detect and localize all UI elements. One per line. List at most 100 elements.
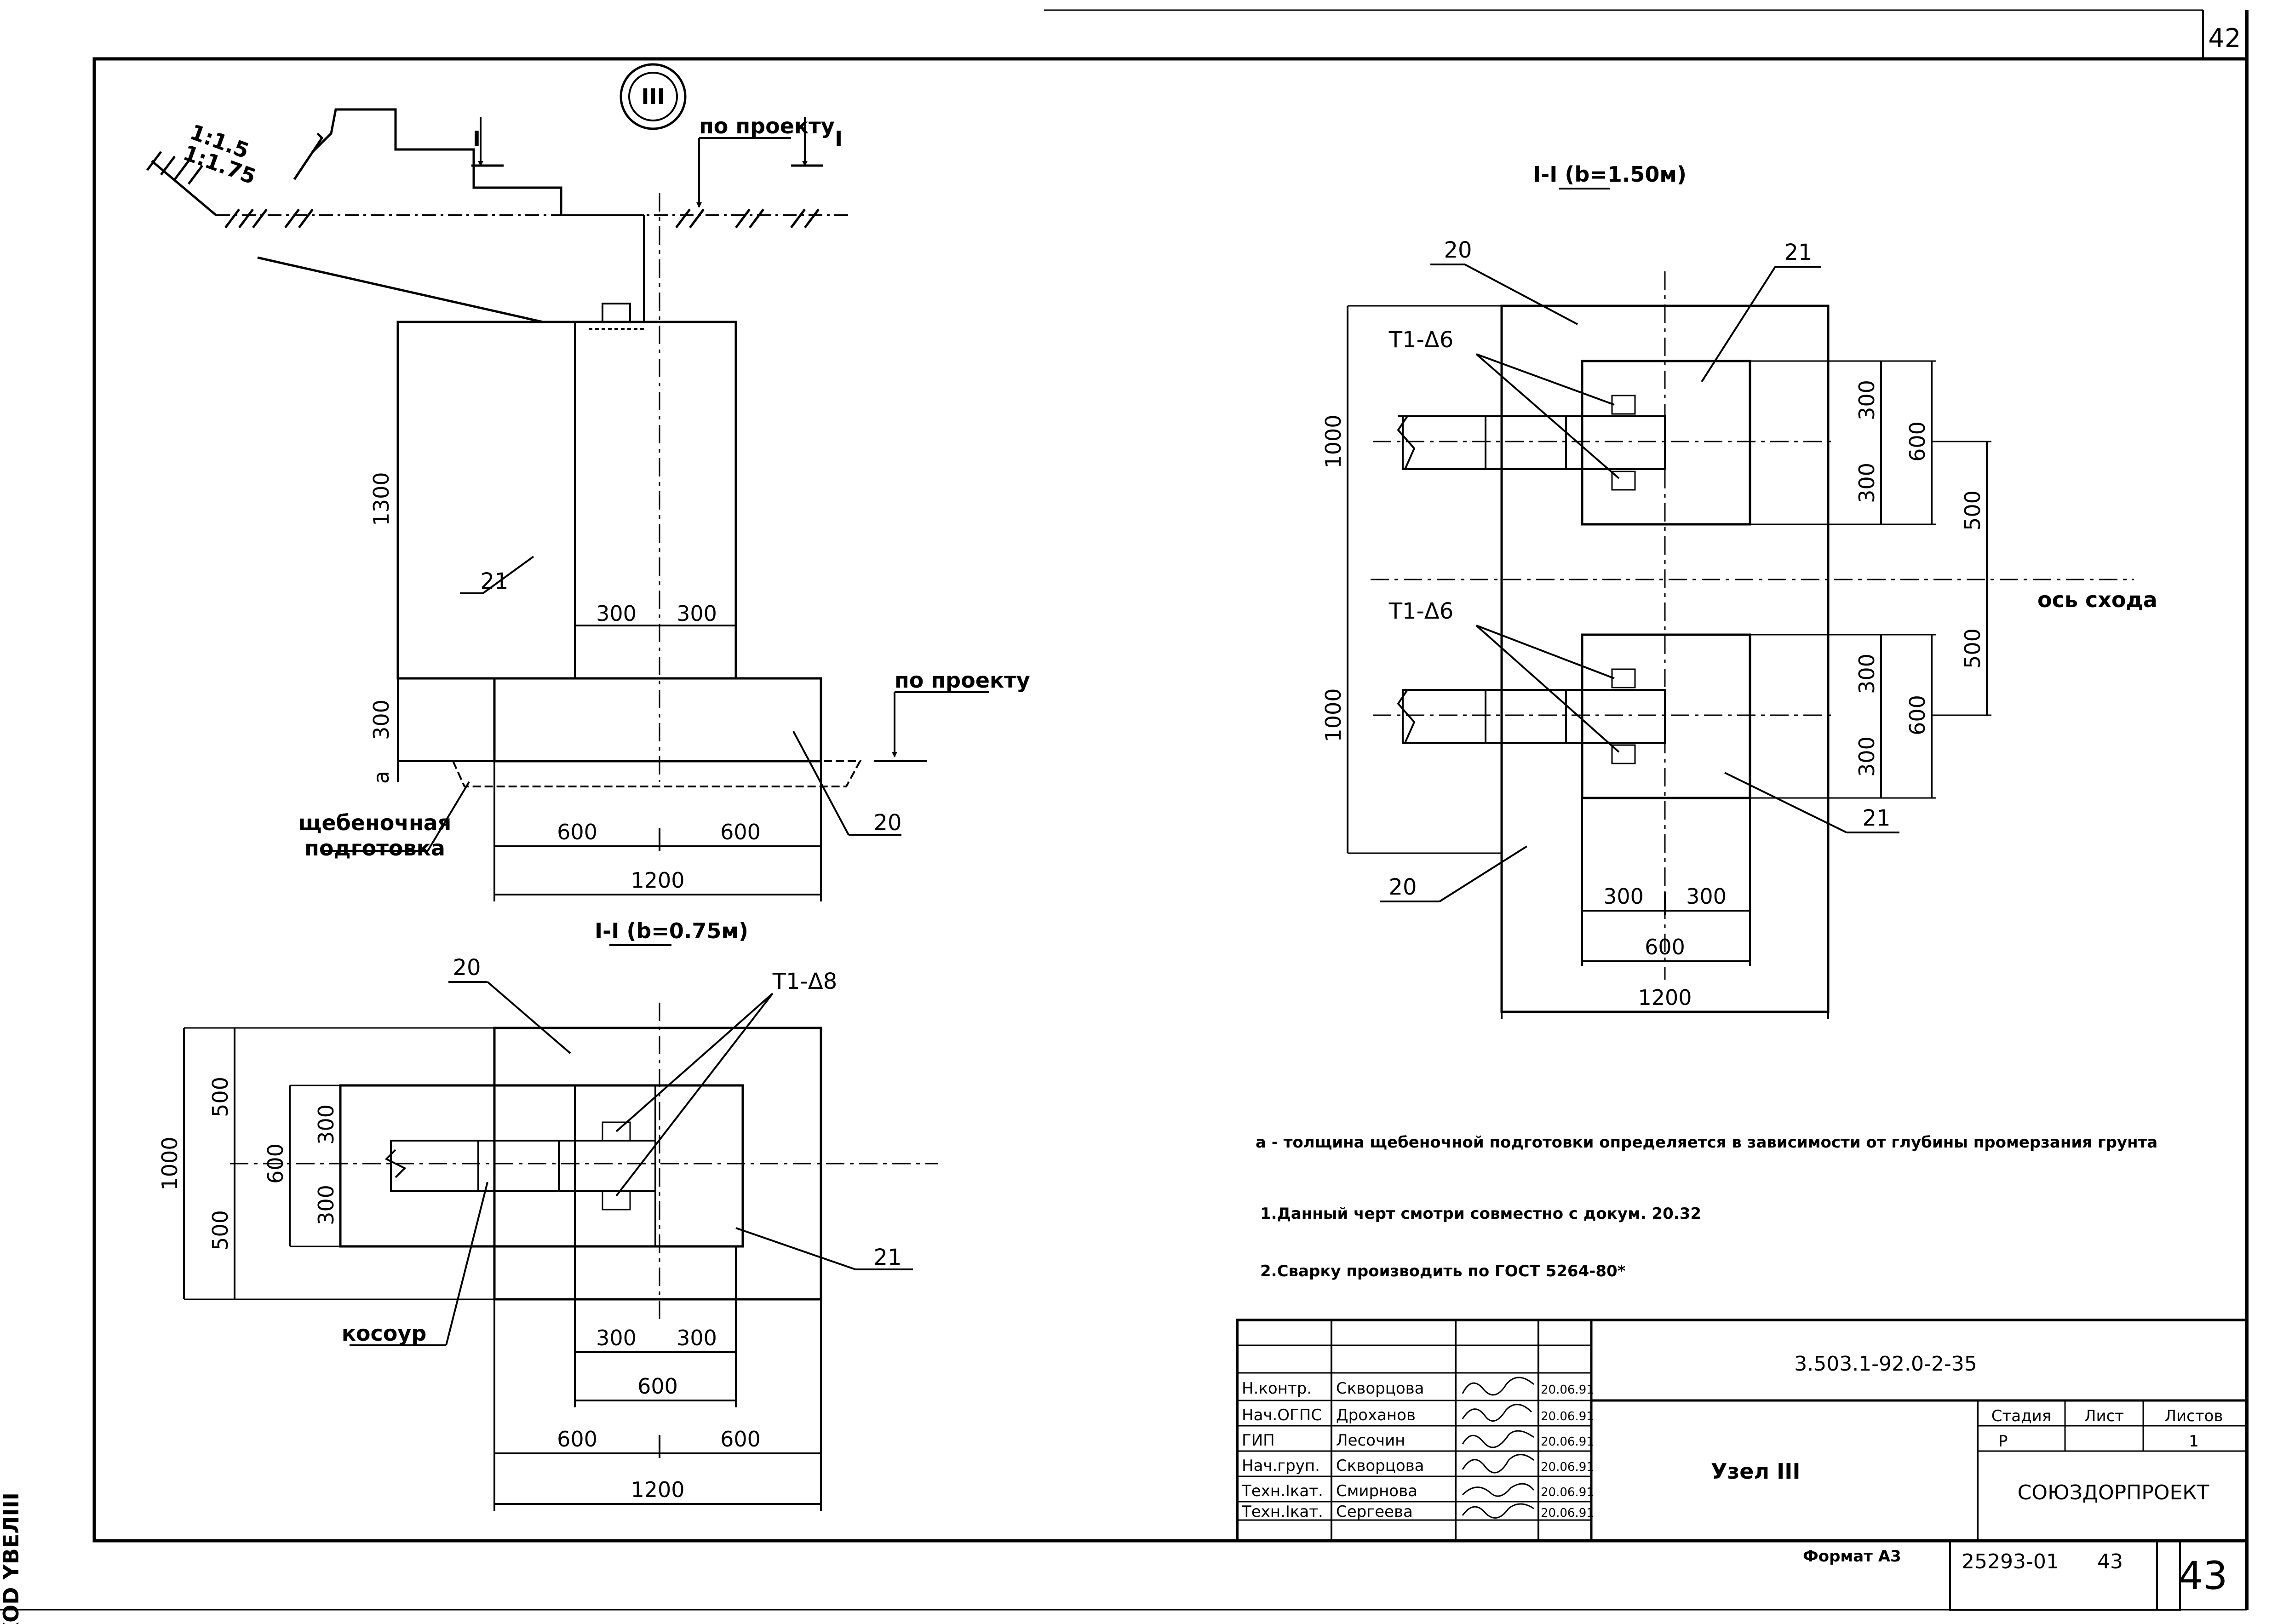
row-name: Сергеева (1336, 1503, 1413, 1521)
plan-large-dim-300-3: 300 (1854, 654, 1879, 694)
plan-large-dim-600-top: 600 (1905, 421, 1930, 462)
plan-large-view (1347, 188, 2134, 1019)
plan-small-dim-600: 600 (637, 1374, 678, 1399)
plan-large-dim-600: 600 (1645, 935, 1685, 959)
stage-header: Стадия (1991, 1407, 2051, 1425)
row-date: 20.06.91 (1541, 1410, 1594, 1423)
row-name: Дроханов (1336, 1406, 1416, 1424)
row-date: 20.06.91 (1541, 1383, 1594, 1397)
plan-large-title: I-I (b=1.50м) (1533, 162, 1687, 187)
document-code: 3.503.1-92.0-2-35 (1794, 1352, 1977, 1376)
row-date: 20.06.91 (1541, 1486, 1594, 1499)
plan-small-dim-300-left: 300 (596, 1326, 637, 1350)
plan-small-dim-600-right: 600 (720, 1427, 761, 1452)
signatures (1462, 1377, 1535, 1519)
page-number-bottom: 43 (2179, 1553, 2228, 1598)
title-block-text: 3.503.1-92.0-2-35 Узел III СОЮЗДОРПРОЕКТ… (1241, 1352, 2227, 1598)
dim-600-left: 600 (557, 820, 597, 844)
plan-large-dim-300-right: 300 (1686, 884, 1727, 909)
level-label-top: по проекту (699, 114, 835, 138)
row-date: 20.06.91 (1541, 1460, 1594, 1474)
row-role: Нач.груп. (1242, 1457, 1320, 1475)
plan-small-title: I-I (b=0.75м) (595, 918, 748, 943)
elevation-labels: III 1:1.5 1:1.75 I I по проекту по проек… (180, 84, 1030, 893)
inventory-number: 25293-01 (1962, 1550, 2059, 1573)
dim-300-right: 300 (677, 601, 717, 626)
level-label-right: по проекту (895, 668, 1030, 693)
plan-large-labels: I-I (b=1.50м) 20 21 20 21 Т1-Δ6 Т1-Δ6 ос… (1321, 162, 2157, 1010)
stringer-label: косоур (342, 1321, 427, 1346)
stage-value: Р (1998, 1432, 2008, 1451)
row-name: Скворцова (1336, 1379, 1424, 1398)
stair-axis-label: ось схода (2037, 587, 2157, 612)
plan-large-dim-500-top: 500 (1960, 490, 1985, 531)
plan-large-dim-500-bottom: 500 (1960, 628, 1985, 669)
plan-small-dim-1200: 1200 (631, 1477, 684, 1502)
plan-small-dim-500-top: 500 (208, 1077, 233, 1117)
plan-large-weld-top: Т1-Δ6 (1388, 327, 1454, 353)
row-role: Н.контр. (1242, 1379, 1312, 1398)
plan-small-weld-label: Т1-Δ8 (772, 969, 838, 994)
plan-large-position-20-bottom: 20 (1388, 874, 1417, 900)
elevation-view (146, 63, 989, 901)
plan-small-dim-500-bottom: 500 (208, 1210, 233, 1251)
plan-large-position-21-bottom: 21 (1862, 805, 1890, 831)
dim-1200: 1200 (631, 868, 684, 893)
inventory-sheet: 43 (2097, 1550, 2123, 1573)
plan-large-dim-1000-bottom: 1000 (1321, 688, 1346, 742)
plan-small-position-20: 20 (453, 955, 481, 981)
sheet-header: Лист (2084, 1407, 2124, 1425)
plan-small-dim-600-vertical: 600 (263, 1143, 288, 1184)
gravel-label-line2: подготовка (304, 836, 445, 861)
note-a: а - толщина щебеночной подготовки опреде… (1256, 1133, 2157, 1152)
row-role: ГИП (1242, 1431, 1275, 1450)
row-role: Нач.ОГПС (1242, 1406, 1322, 1424)
row-name: Смирнова (1336, 1482, 1417, 1500)
plan-large-dim-300-2: 300 (1854, 463, 1879, 503)
row-role: Техн.Iкат. (1241, 1503, 1323, 1521)
row-role: Техн.Iкат. (1241, 1482, 1323, 1500)
plan-small-view (183, 944, 938, 1511)
dim-300-vertical: 300 (369, 700, 394, 740)
plan-small-dim-300-vertical-bottom: 300 (314, 1185, 338, 1225)
row-date: 20.06.91 (1541, 1435, 1594, 1449)
dim-300-left: 300 (596, 601, 637, 626)
row-date: 20.06.91 (1541, 1506, 1594, 1520)
plan-small-dim-300-right: 300 (677, 1326, 717, 1350)
plan-small-dim-1000: 1000 (157, 1136, 182, 1190)
plan-large-position-21-top: 21 (1784, 240, 1812, 265)
drawing-name: Узел III (1711, 1459, 1800, 1484)
format-label: Формат А3 (1803, 1547, 1901, 1566)
side-text: SXOD YBEЛIII (0, 1492, 23, 1624)
plan-large-position-20-top: 20 (1444, 237, 1472, 263)
plan-large-dim-1000-top: 1000 (1321, 414, 1346, 468)
dim-600-right: 600 (720, 820, 761, 844)
row-name: Скворцова (1336, 1457, 1424, 1475)
gravel-label-line1: щебеночная (298, 810, 452, 835)
note-1: 1.Данный черт смотри совместно с докум. … (1260, 1205, 1701, 1223)
dim-a: а (369, 771, 394, 784)
position-20: 20 (873, 810, 901, 836)
page-number-top: 42 (2208, 23, 2241, 53)
position-21: 21 (480, 568, 508, 594)
plan-large-dim-1200: 1200 (1638, 985, 1692, 1010)
plan-small-labels: I-I (b=0.75м) 20 21 Т1-Δ8 косоур 1000 50… (157, 918, 902, 1502)
dim-1300: 1300 (369, 472, 394, 526)
node-mark-label: III (641, 84, 665, 109)
sheets-value: 1 (2189, 1432, 2199, 1451)
plan-large-dim-300-1: 300 (1854, 380, 1879, 420)
notes: а - толщина щебеночной подготовки опреде… (1256, 1133, 2157, 1280)
note-2: 2.Сварку производить по ГОСТ 5264-80* (1260, 1262, 1626, 1280)
organization-name: СОЮЗДОРПРОЕКТ (2018, 1481, 2209, 1504)
sheets-header: Листов (2164, 1407, 2223, 1425)
plan-large-dim-300-4: 300 (1854, 736, 1879, 777)
plan-small-dim-300-vertical-top: 300 (314, 1104, 338, 1145)
section-mark-left: I (473, 126, 481, 151)
plan-large-dim-600-bottom: 600 (1905, 695, 1930, 735)
section-mark-right: I (835, 126, 843, 151)
plan-small-dim-600-left: 600 (557, 1427, 597, 1452)
title-block (1236, 1319, 2248, 1611)
plan-large-dim-300-left: 300 (1603, 884, 1644, 909)
plan-small-position-21: 21 (873, 1245, 901, 1270)
